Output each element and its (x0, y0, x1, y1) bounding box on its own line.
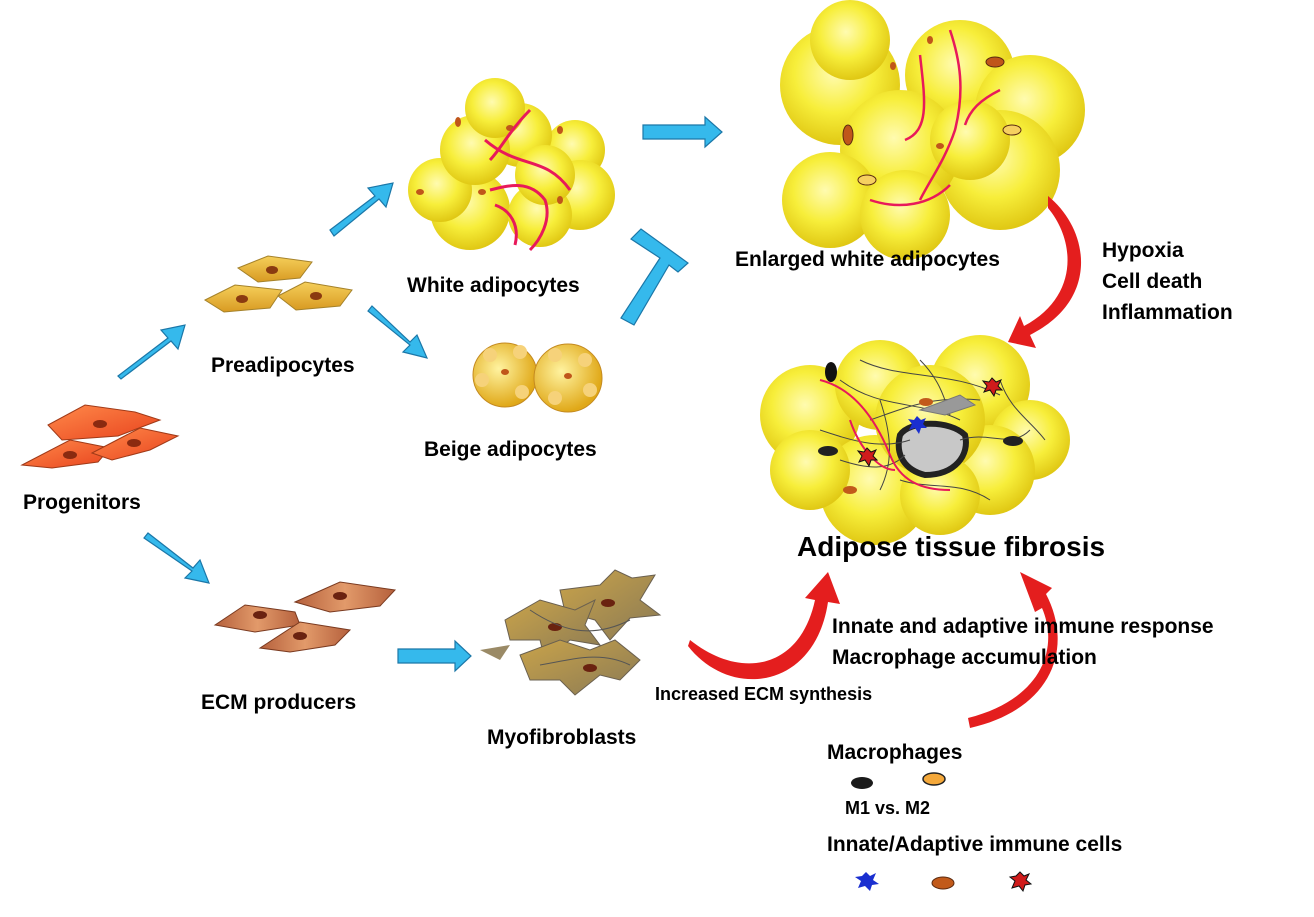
preadipocyte-cells-icon (203, 255, 353, 313)
label-preadipocytes: Preadipocytes (211, 354, 355, 377)
label-hypoxia: Hypoxia (1102, 239, 1184, 262)
inhibit-beige-to-enlarged (620, 228, 689, 326)
label-progenitors: Progenitors (23, 491, 141, 514)
legend-label-m1-m2: M1 vs. M2 (845, 798, 931, 818)
arrow-progenitors-to-ecm (143, 532, 210, 584)
arrow-white-to-enlarged (642, 115, 723, 149)
red-arrow-enlarged-to-fibrosis (1008, 196, 1082, 348)
legend-blue-immune-cell-icon (855, 872, 879, 891)
progenitor-cells-icon (20, 404, 180, 469)
legend-brown-immune-cell-icon (931, 876, 955, 890)
red-arrow-macrophages-to-fibrosis (968, 572, 1058, 728)
ecm-producer-cells-icon (213, 581, 397, 653)
label-immune-response: Innate and adaptive immune response (832, 615, 1214, 638)
arrow-preadipocytes-to-beige (367, 305, 429, 359)
legend-m2-macrophage-icon (922, 772, 946, 786)
myofibroblast-cells-icon (480, 569, 662, 696)
beige-adipocytes-icon (472, 342, 603, 413)
label-ecm-producers: ECM producers (201, 691, 357, 714)
label-adipose-tissue-fibrosis: Adipose tissue fibrosis (797, 531, 1106, 562)
legend-label-immune-cells: Innate/Adaptive immune cells (827, 833, 1123, 856)
label-white-adipocytes: White adipocytes (407, 274, 580, 297)
arrow-progenitors-to-preadipocytes (117, 324, 186, 380)
label-macrophage-accumulation: Macrophage accumulation (832, 646, 1097, 669)
red-arrow-myofibroblasts-to-fibrosis (688, 572, 840, 680)
legend-red-immune-cell-icon (1008, 871, 1033, 893)
arrow-ecm-to-myofibroblasts (397, 639, 472, 673)
adipose-tissue-fibrosis-icon (760, 335, 1070, 545)
white-adipocytes-icon (408, 78, 615, 252)
legend-label-macrophages: Macrophages (827, 741, 963, 764)
label-enlarged-white-adipocytes: Enlarged white adipocytes (735, 248, 1000, 271)
label-cell-death: Cell death (1102, 270, 1203, 293)
label-beige-adipocytes: Beige adipocytes (424, 438, 597, 461)
legend-m1-macrophage-icon (851, 777, 873, 789)
enlarged-white-adipocytes-icon (780, 0, 1085, 260)
label-inflammation: Inflammation (1102, 301, 1233, 324)
arrow-preadipocytes-to-white (329, 182, 394, 237)
label-increased-ecm-synthesis: Increased ECM synthesis (655, 684, 873, 704)
label-myofibroblasts: Myofibroblasts (487, 726, 637, 749)
